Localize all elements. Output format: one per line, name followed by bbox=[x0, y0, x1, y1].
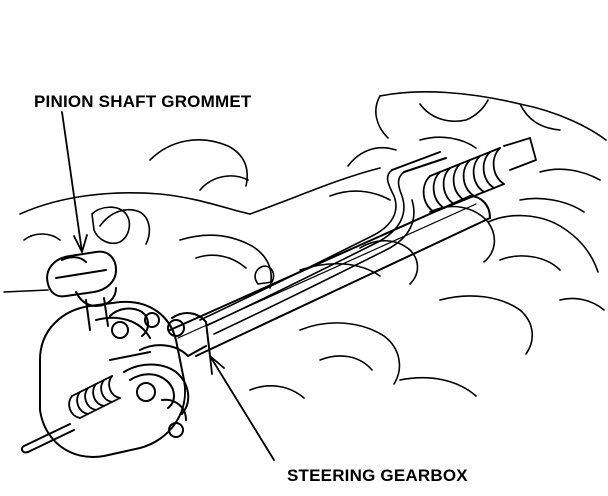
coil-spring-part bbox=[68, 375, 121, 419]
rack-boot-bellows-right bbox=[422, 137, 537, 213]
steering-gearbox-housing bbox=[39, 300, 211, 458]
tie-rod-shaft bbox=[20, 423, 75, 454]
pinion-shaft-grommet-label: PINION SHAFT GROMMET bbox=[34, 92, 252, 111]
steering-gearbox-label: STEERING GEARBOX bbox=[287, 466, 468, 485]
pinion-shaft-grommet-part bbox=[46, 250, 117, 331]
steering-rack-tube bbox=[169, 151, 491, 357]
steering-gearbox-leader-line bbox=[209, 355, 275, 461]
pinion-grommet-leader-lines bbox=[3, 111, 88, 293]
chassis-background-lines bbox=[19, 91, 607, 399]
